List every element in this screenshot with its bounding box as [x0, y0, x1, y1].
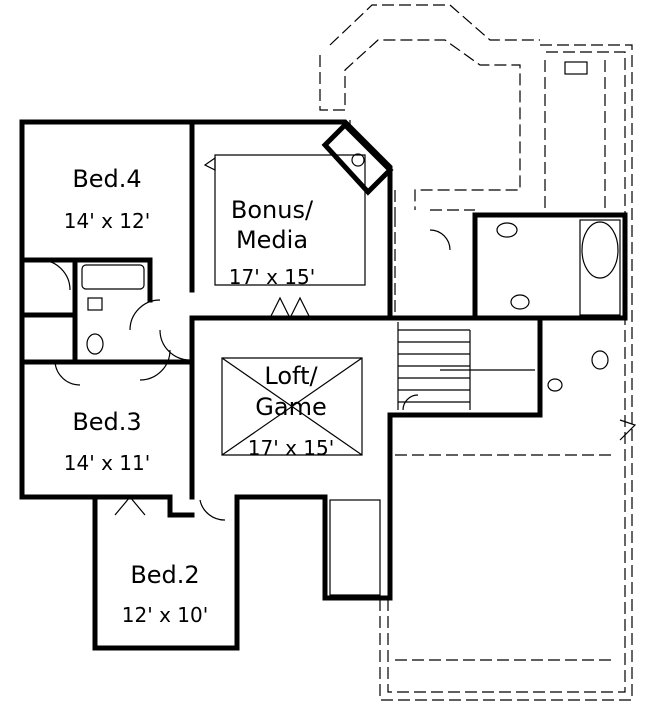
ceiling-lines — [214, 154, 366, 456]
bed2-label: Bed.2 — [130, 561, 199, 589]
bed3-size: 14' x 11' — [64, 451, 150, 475]
walls — [19, 119, 628, 651]
bonus-label: Bonus/ — [231, 196, 314, 224]
bed2-size: 12' x 10' — [122, 603, 208, 627]
bed4-label: Bed.4 — [72, 165, 141, 193]
doors — [39, 229, 451, 521]
lower-level-outline — [319, 4, 637, 701]
media-label: Media — [236, 226, 308, 254]
stairs — [397, 322, 535, 410]
loft-label: Loft/ — [264, 362, 318, 390]
loft-size: 17' x 15' — [248, 436, 334, 460]
bed3-label: Bed.3 — [72, 408, 141, 436]
bed4-size: 14' x 12' — [64, 209, 150, 233]
game-label: Game — [255, 393, 326, 421]
bonus-size: 17' x 15' — [229, 265, 315, 289]
